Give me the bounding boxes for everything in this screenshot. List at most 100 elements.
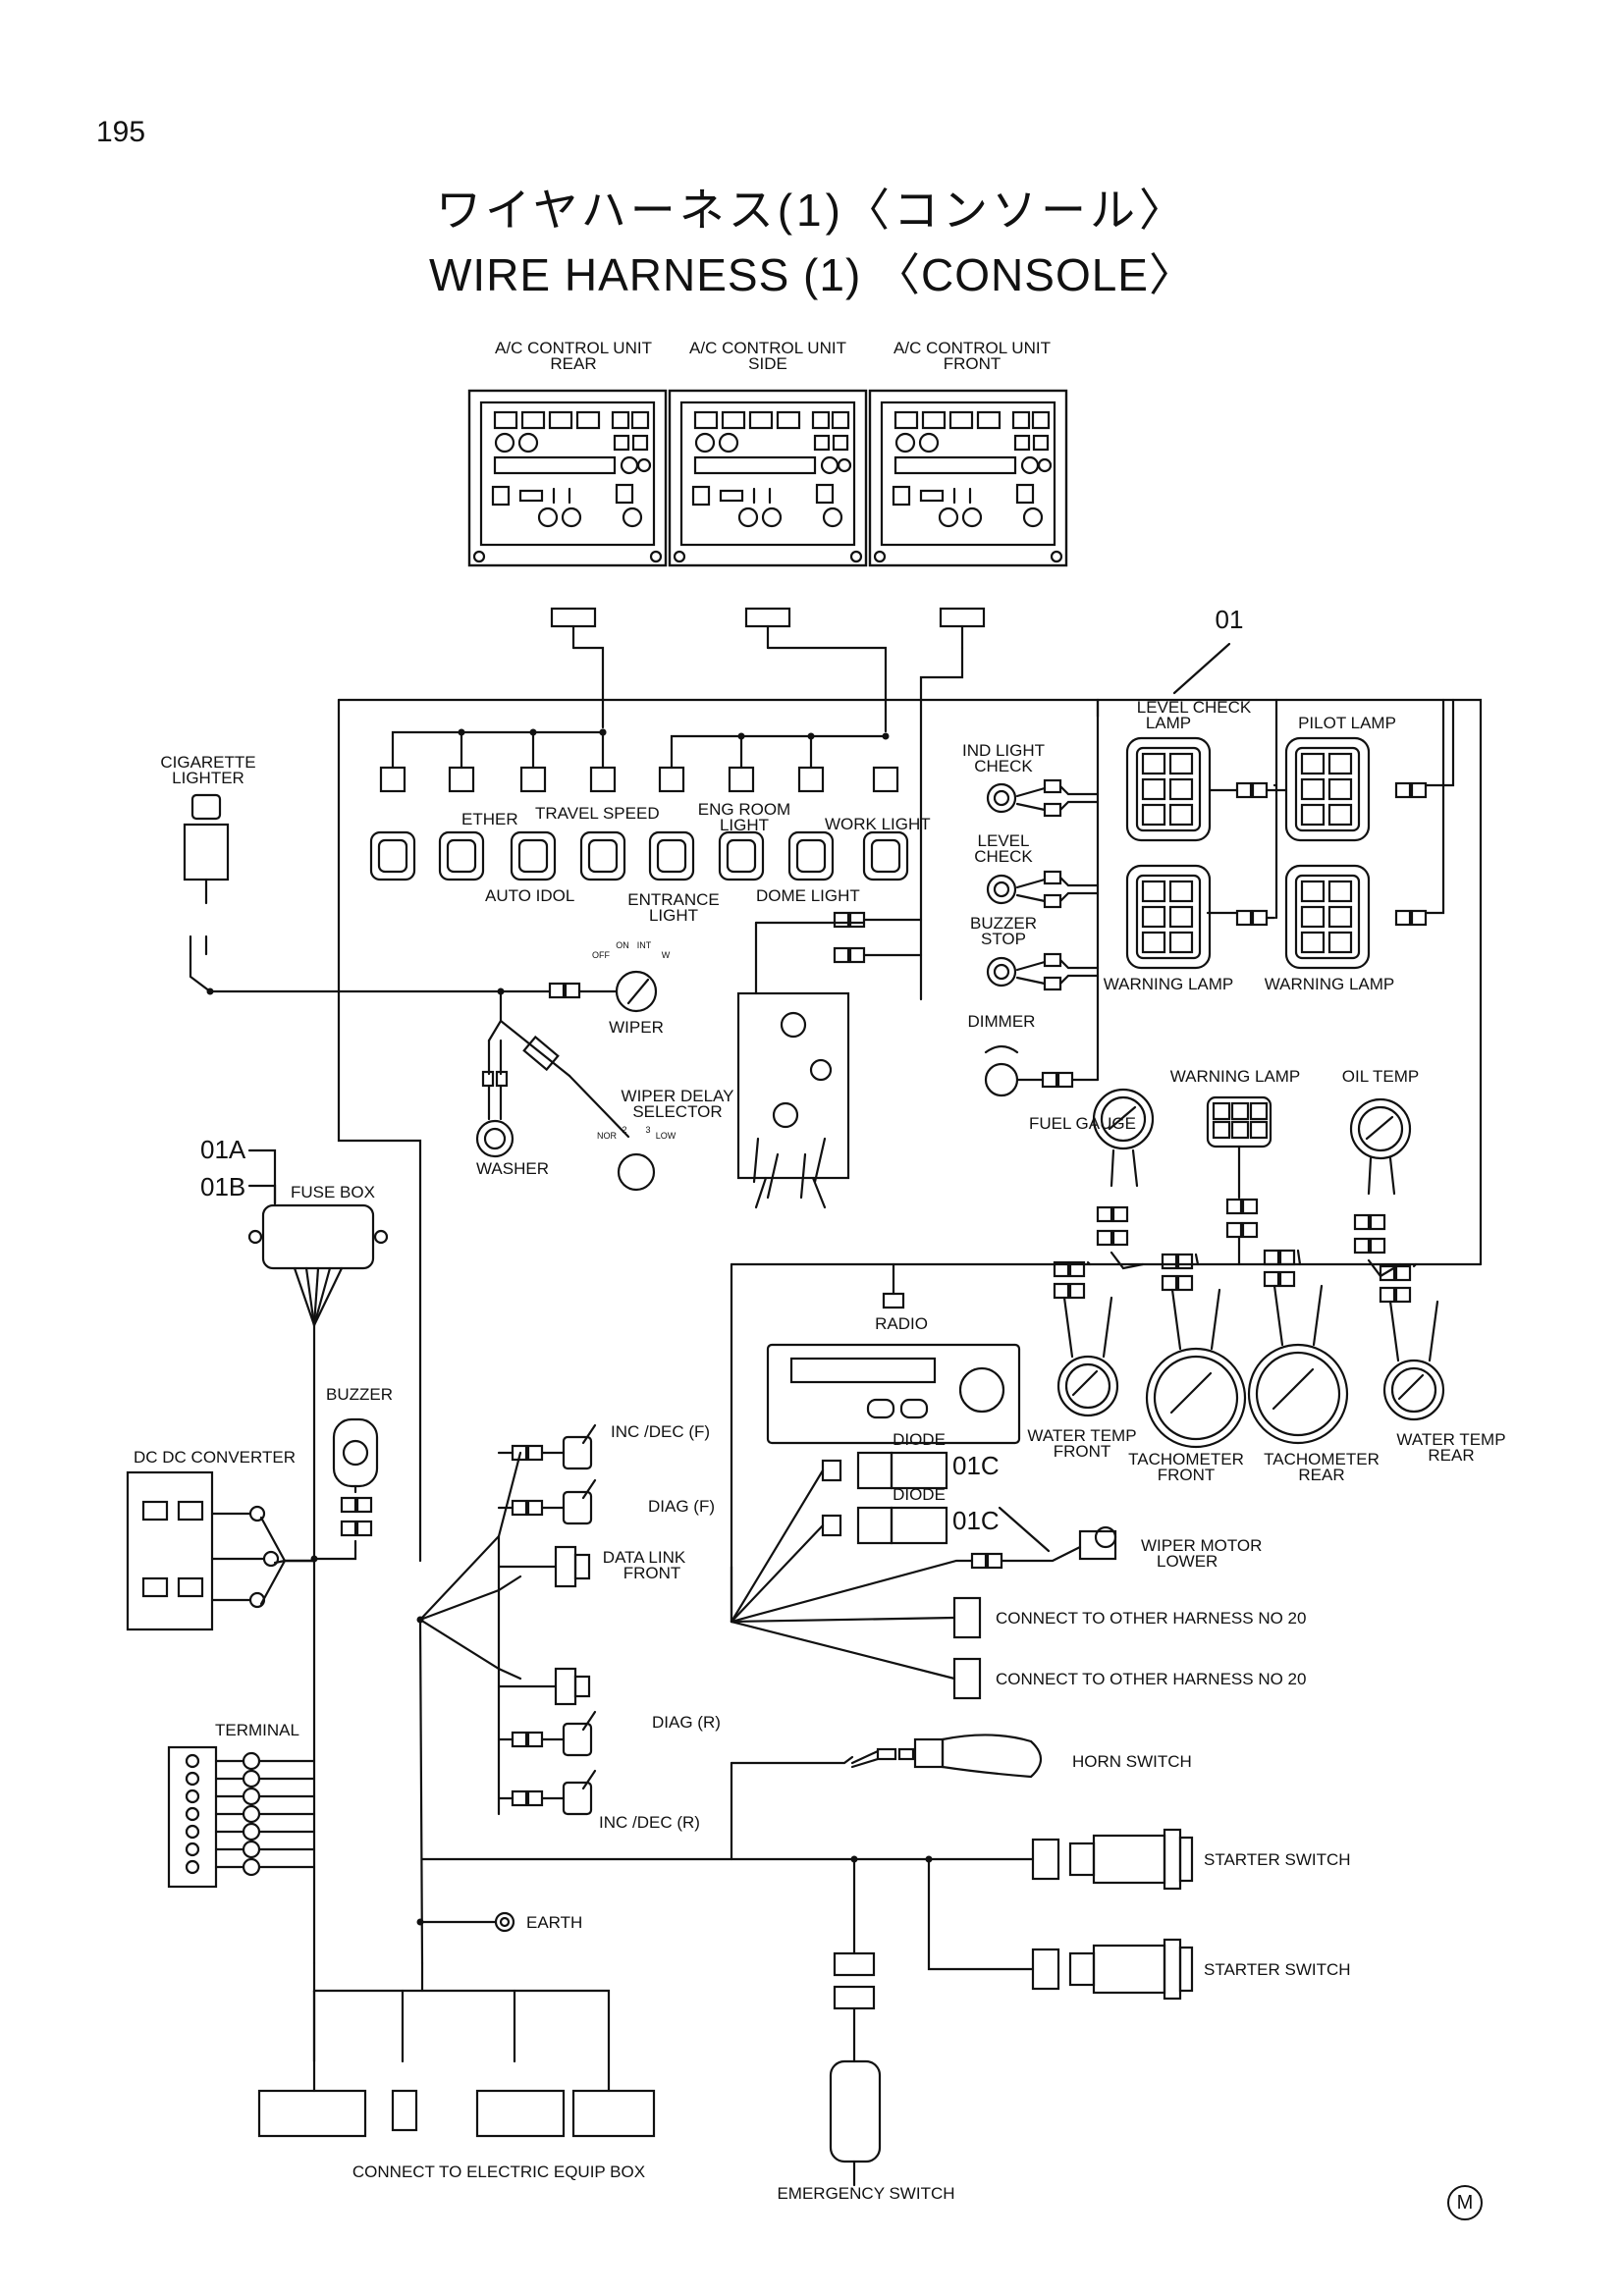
ac-display-segment: [1011, 410, 1031, 430]
rocker-switch: [718, 830, 765, 881]
mount-screw-icon: [673, 550, 686, 563]
diode-body: [890, 1506, 948, 1545]
ac-button: [718, 432, 739, 454]
connector: [1263, 1270, 1280, 1288]
connector: [1053, 1282, 1070, 1300]
terminal-screw: [185, 1753, 200, 1769]
ring-terminal: [248, 1591, 266, 1609]
label-wiper-delay: SELECTOR: [632, 1102, 722, 1121]
mount-screw-icon: [373, 1229, 389, 1245]
label-level-check-lamp: LEVEL CHECK: [1137, 698, 1252, 717]
title-japanese: ワイヤハーネス(1)〈コンソール〉: [436, 185, 1188, 236]
label-pilot-lamp: PILOT LAMP: [1298, 714, 1396, 732]
connector: [1251, 909, 1269, 927]
wire: [259, 1516, 316, 1563]
tachometer-rear-face: [1255, 1351, 1341, 1437]
starter-key: [1068, 1842, 1096, 1877]
wire: [1000, 1545, 1082, 1563]
ac-control-unit-side: [668, 389, 868, 567]
lamp-cell: [1327, 931, 1353, 954]
tachometer-front-face: [1153, 1355, 1239, 1441]
emergency-connector: [833, 1951, 876, 1977]
wire: [1058, 876, 1100, 887]
lamp-cell: [1168, 777, 1194, 801]
diode-connector: [856, 1451, 893, 1490]
wire: [1170, 1288, 1182, 1351]
lamp-grid: [1294, 746, 1361, 832]
ring-terminal: [242, 1769, 261, 1789]
connector: [548, 982, 566, 999]
connector: [1043, 893, 1062, 909]
converter-terminal: [141, 1576, 169, 1598]
lamp-cell: [1327, 880, 1353, 903]
terminal-screw: [185, 1806, 200, 1822]
lamp-cell: [1327, 905, 1353, 929]
electric-box-connector: [475, 2089, 566, 2138]
wiper-scale-mark: OFF: [592, 950, 610, 960]
lamp-cell: [1327, 777, 1353, 801]
tachometer-rear: [1247, 1343, 1349, 1445]
label-radio: RADIO: [875, 1314, 928, 1333]
title-english: WIRE HARNESS (1) 〈CONSOLE〉: [429, 249, 1195, 300]
connector: [821, 1514, 842, 1537]
wire: [1015, 878, 1047, 889]
relay-coil: [772, 1101, 799, 1129]
rocker-switch: [787, 830, 835, 881]
wiper-scale-mark: INT: [637, 940, 652, 950]
lamp-cell: [1212, 1120, 1231, 1140]
relay-block: [736, 991, 850, 1180]
connector: [1111, 1229, 1129, 1247]
label-ac-side: SIDE: [748, 354, 787, 373]
connector: [1394, 909, 1412, 927]
mount-screw-icon: [1050, 550, 1063, 563]
label-wiper: WIPER: [609, 1018, 664, 1037]
wire: [1312, 1284, 1324, 1347]
ac-button: [918, 432, 940, 454]
label-data-link: DATA LINK: [603, 1548, 686, 1567]
wire: [1131, 1148, 1139, 1188]
connector: [970, 1552, 988, 1570]
cigarette-lighter-knob: [190, 793, 222, 821]
lamp-cell: [1327, 803, 1353, 827]
label-connect-other-harness: CONNECT TO OTHER HARNESS NO 20: [996, 1609, 1306, 1628]
wire: [189, 952, 552, 993]
wire: [919, 646, 964, 702]
wire: [1272, 1284, 1284, 1347]
label-buzzer: BUZZER: [326, 1385, 393, 1404]
ac-button: [1020, 455, 1040, 475]
wiper-knob-pointer: [626, 978, 650, 1005]
pilot-lamp: [1284, 736, 1371, 842]
ac-button: [537, 507, 559, 528]
data-link-connector: [554, 1545, 577, 1588]
wiper-scale-mark: ON: [616, 940, 629, 950]
connector: [1161, 1253, 1178, 1270]
label-washer: WASHER: [476, 1159, 549, 1178]
connector: [848, 911, 866, 929]
ac-button: [832, 434, 849, 452]
junction-dot: [416, 1918, 424, 1926]
label-auto-idol: AUTO IDOL: [485, 886, 574, 905]
ac-display-segment: [921, 410, 947, 430]
converter-terminal: [177, 1576, 204, 1598]
ring-terminal: [242, 1751, 261, 1771]
switch-connector: [379, 766, 406, 793]
junction-dot: [925, 1855, 933, 1863]
connector: [355, 1496, 373, 1514]
connector: [1235, 781, 1253, 799]
lamp-grid: [1135, 746, 1202, 832]
label-data-link: FRONT: [623, 1564, 681, 1582]
connector: [1241, 1221, 1259, 1239]
label-inc-dec-f: INC /DEC (F): [611, 1422, 710, 1441]
electric-box-connector: [257, 2089, 367, 2138]
label-dome-light: DOME LIGHT: [756, 886, 860, 905]
electric-box-connector: [571, 2089, 656, 2138]
label-diode-2: DIODE: [893, 1485, 946, 1504]
inc-dec-f-switch: [562, 1435, 593, 1470]
wire: [1015, 802, 1047, 812]
delay-scale-mark: 2: [622, 1125, 626, 1135]
harness-trunk: [337, 698, 422, 1563]
label-diag-f: DIAG (F): [648, 1497, 715, 1516]
label-entrance: LIGHT: [649, 906, 698, 925]
radio-unit: [766, 1343, 1021, 1445]
